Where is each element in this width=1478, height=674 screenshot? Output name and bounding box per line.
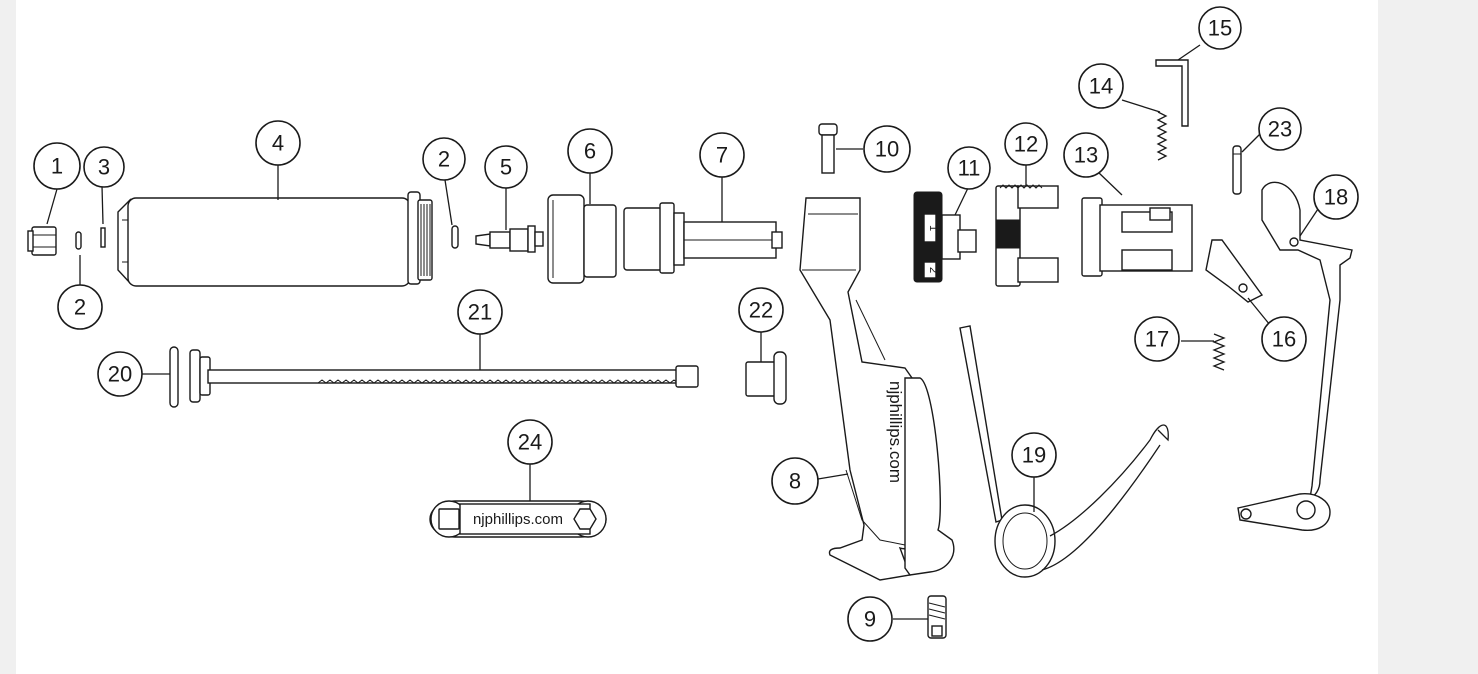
callout-4: 4 xyxy=(255,120,301,166)
part-set-screw xyxy=(927,595,947,639)
svg-text:21: 21 xyxy=(468,300,492,325)
svg-text:23: 23 xyxy=(1268,117,1292,142)
part-washer xyxy=(100,227,106,248)
part-dial: 1 2 xyxy=(913,191,977,283)
leader-lines xyxy=(46,44,1319,620)
part-coupler xyxy=(27,226,57,256)
svg-text:4: 4 xyxy=(272,131,284,156)
callout-24: 24 xyxy=(507,419,553,465)
callout-14: 14 xyxy=(1078,63,1124,109)
callout-17: 17 xyxy=(1134,316,1180,362)
part-valve-fitting xyxy=(475,225,544,253)
callout-16: 16 xyxy=(1261,316,1307,362)
callout-2: 2 xyxy=(57,284,103,330)
part-pump-body xyxy=(623,202,783,274)
svg-text:12: 12 xyxy=(1014,132,1038,157)
handle-brand-text: njphillips.com xyxy=(886,381,905,483)
svg-text:14: 14 xyxy=(1089,74,1113,99)
svg-text:1: 1 xyxy=(51,154,63,179)
callout-15: 15 xyxy=(1198,6,1242,50)
callout-18: 18 xyxy=(1313,174,1359,220)
part-barrel xyxy=(117,191,433,287)
svg-text:20: 20 xyxy=(108,362,132,387)
part-gear-housing xyxy=(995,184,1059,287)
part-o-ring-small xyxy=(75,231,82,250)
dial-mark-1: 1 xyxy=(927,225,939,231)
svg-text:5: 5 xyxy=(500,155,512,180)
callouts-layer: 1 2 3 4 2 5 6 7 10 11 12 13 14 15 23 18 … xyxy=(33,6,1359,642)
svg-text:2: 2 xyxy=(438,147,450,172)
callout-5: 5 xyxy=(484,145,528,189)
part-bolt xyxy=(818,123,838,174)
callout-7: 7 xyxy=(699,132,745,178)
wrench-brand-text: njphillips.com xyxy=(473,511,563,528)
svg-text:6: 6 xyxy=(584,139,596,164)
part-pin xyxy=(1232,145,1242,195)
part-handle: njphillips.com xyxy=(799,197,955,581)
svg-text:22: 22 xyxy=(749,298,773,323)
dial-mark-2: 2 xyxy=(927,267,939,273)
callout-2b: 2 xyxy=(422,137,466,181)
svg-text:9: 9 xyxy=(864,607,876,632)
callout-1: 1 xyxy=(33,142,81,190)
svg-text:17: 17 xyxy=(1145,327,1169,352)
svg-text:8: 8 xyxy=(789,469,801,494)
svg-text:15: 15 xyxy=(1208,16,1232,41)
part-o-ring xyxy=(451,225,459,249)
callout-10: 10 xyxy=(863,125,911,173)
callout-21: 21 xyxy=(457,289,503,335)
svg-text:7: 7 xyxy=(716,143,728,168)
part-end-cap xyxy=(745,351,787,405)
part-spring-upper xyxy=(1156,111,1168,161)
callout-23: 23 xyxy=(1258,107,1302,151)
part-plunger-rod xyxy=(169,346,699,408)
part-cap xyxy=(547,194,617,284)
svg-text:24: 24 xyxy=(518,430,542,455)
svg-text:3: 3 xyxy=(98,155,110,180)
part-trigger-lever xyxy=(1237,181,1353,532)
callout-19: 19 xyxy=(1011,432,1057,478)
svg-text:16: 16 xyxy=(1272,327,1296,352)
part-pawl xyxy=(1205,239,1264,303)
part-body-housing xyxy=(1081,197,1193,277)
callout-11: 11 xyxy=(947,146,991,190)
part-wrench-tool: njphillips.com xyxy=(429,500,607,538)
callout-9: 9 xyxy=(847,596,893,642)
callout-22: 22 xyxy=(738,287,784,333)
part-torsion-spring xyxy=(959,325,1169,578)
parts-layer: njphillips.com njphillips.com xyxy=(27,59,1353,639)
callout-12: 12 xyxy=(1004,122,1048,166)
callout-13: 13 xyxy=(1063,132,1109,178)
svg-text:19: 19 xyxy=(1022,443,1046,468)
part-spring-lower xyxy=(1212,333,1226,371)
callout-3: 3 xyxy=(83,146,125,188)
svg-text:10: 10 xyxy=(875,137,899,162)
callout-6: 6 xyxy=(567,128,613,174)
svg-text:18: 18 xyxy=(1324,185,1348,210)
callout-20: 20 xyxy=(97,351,143,397)
callout-8: 8 xyxy=(771,457,819,505)
svg-text:11: 11 xyxy=(958,156,981,181)
svg-text:2: 2 xyxy=(74,295,86,320)
svg-text:13: 13 xyxy=(1074,143,1098,168)
part-l-pin xyxy=(1155,59,1189,127)
